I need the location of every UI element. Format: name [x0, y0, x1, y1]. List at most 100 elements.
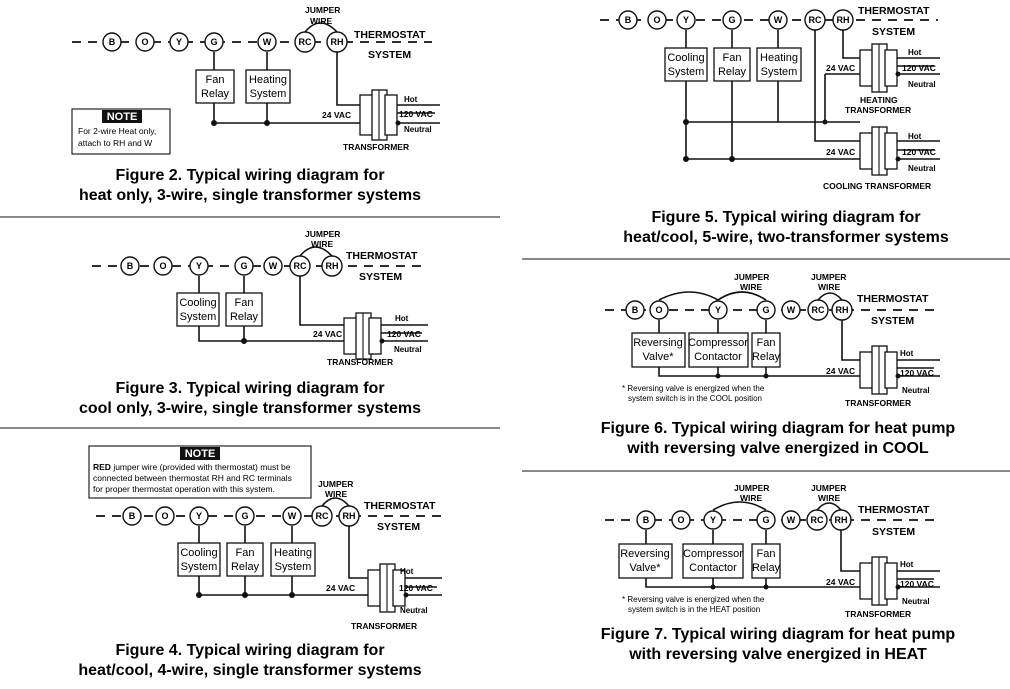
- svg-text:Contactor: Contactor: [689, 562, 737, 574]
- fig3-terminal-rh: RH: [321, 255, 343, 277]
- fig5-terminal-y: Y: [676, 10, 696, 30]
- fig4-heating-system-box: Heating System: [270, 542, 316, 577]
- svg-text:Fan: Fan: [236, 547, 255, 559]
- fig2-fan-relay-box: Fan Relay: [195, 69, 235, 104]
- fig7-jumper-wire-left: [712, 501, 767, 511]
- svg-text:Fan: Fan: [757, 548, 776, 560]
- svg-text:Relay: Relay: [718, 66, 747, 78]
- svg-text:G: G: [241, 511, 248, 521]
- figure-4: B O Y G W RC RH JUMPER WIRE THERMOSTAT S…: [78, 445, 442, 679]
- fig3-caption-line2: cool only, 3-wire, single transformer sy…: [79, 400, 421, 417]
- svg-text:Heating: Heating: [274, 547, 312, 559]
- fig7-terminal-b: B: [636, 510, 656, 530]
- fig7-neutral-label: Neutral: [902, 597, 930, 606]
- svg-text:O: O: [141, 37, 148, 47]
- fig7-wire-label-left: WIRE: [740, 493, 763, 503]
- fig2-neutral-label: Neutral: [404, 125, 432, 134]
- fig2-system-label: SYSTEM: [368, 49, 411, 61]
- svg-text:RC: RC: [811, 515, 824, 525]
- svg-text:O: O: [161, 511, 168, 521]
- fig7-jumper-label-left: JUMPER: [734, 483, 769, 493]
- fig5-24vac-heat-label: 24 VAC: [826, 63, 855, 73]
- svg-text:G: G: [728, 15, 735, 25]
- svg-text:G: G: [210, 37, 217, 47]
- svg-text:connected between thermostat R: connected between thermostat RH and RC t…: [93, 473, 292, 483]
- fig5-system-label: SYSTEM: [872, 26, 915, 38]
- fig6-jumper-wire-left: [717, 291, 767, 301]
- fig4-jumper-label: JUMPER: [318, 479, 353, 489]
- fig6-terminal-rh: RH: [831, 299, 853, 321]
- fig4-caption-line2: heat/cool, 4-wire, single transformer sy…: [78, 662, 421, 679]
- svg-text:B: B: [625, 15, 632, 25]
- fig5-terminal-w: W: [768, 10, 788, 30]
- svg-text:Fan: Fan: [757, 337, 776, 349]
- svg-text:W: W: [787, 515, 796, 525]
- fig3-hot-label: Hot: [395, 314, 409, 323]
- svg-text:Fan: Fan: [235, 297, 254, 309]
- fig2-caption-line2: heat only, 3-wire, single transformer sy…: [79, 187, 421, 204]
- svg-text:W: W: [269, 261, 278, 271]
- svg-text:Relay: Relay: [201, 88, 230, 100]
- svg-text:Y: Y: [710, 515, 716, 525]
- fig6-24vac-label: 24 VAC: [826, 366, 855, 376]
- fig7-terminal-y: Y: [703, 510, 723, 530]
- fig2-caption-line1: Figure 2. Typical wiring diagram for: [115, 167, 384, 184]
- svg-text:Cooling: Cooling: [667, 52, 704, 64]
- fig5-hot-cool-label: Hot: [908, 132, 922, 141]
- svg-text:System: System: [250, 88, 287, 100]
- fig7-wire-label-right: WIRE: [818, 493, 841, 503]
- svg-text:O: O: [655, 305, 662, 315]
- svg-text:Relay: Relay: [752, 562, 781, 574]
- fig3-terminal-o: O: [153, 256, 173, 276]
- fig3-thermostat-label: THERMOSTAT: [346, 250, 418, 262]
- fig7-terminal-w: W: [781, 510, 801, 530]
- fig3-jumper-wire: [299, 246, 333, 257]
- figure-6: B O Y G W RC RH JUMPER WIRE JUMPER WIRE …: [601, 272, 956, 457]
- fig7-24vac-label: 24 VAC: [826, 577, 855, 587]
- svg-text:RC: RC: [809, 15, 822, 25]
- fig4-system-label: SYSTEM: [377, 521, 420, 533]
- fig2-hot-label: Hot: [404, 95, 418, 104]
- svg-text:B: B: [632, 305, 639, 315]
- fig7-caption-line2: with reversing valve energized in HEAT: [628, 646, 927, 663]
- figure-3: B O Y G W RC RH JUMPER WIRE THERMOSTAT S…: [79, 229, 428, 417]
- svg-text:O: O: [159, 261, 166, 271]
- figure-7: B O Y G W RC RH JUMPER WIRE JUMPER WIRE …: [601, 483, 956, 663]
- svg-text:O: O: [653, 15, 660, 25]
- svg-text:Valve*: Valve*: [643, 351, 675, 363]
- fig6-terminal-g: G: [756, 300, 776, 320]
- svg-text:System: System: [761, 66, 798, 78]
- fig4-transformer-label: TRANSFORMER: [351, 621, 417, 631]
- fig5-terminal-rc: RC: [804, 9, 826, 31]
- svg-text:for proper thermostat operatio: for proper thermostat operation with thi…: [93, 484, 275, 494]
- svg-text:Y: Y: [715, 305, 721, 315]
- fig6-caption-line1: Figure 6. Typical wiring diagram for hea…: [601, 420, 956, 437]
- fig6-terminal-b: B: [625, 300, 645, 320]
- fig4-terminal-b: B: [122, 506, 142, 526]
- fig5-terminal-o: O: [647, 10, 667, 30]
- fig5-terminal-g: G: [722, 10, 742, 30]
- fig3-jumper-label: JUMPER: [305, 229, 340, 239]
- fig4-note: NOTE RED jumper wire (provided with ther…: [88, 445, 312, 499]
- figure-2: B O Y G W RC RH JUMPER WIRE THERMOSTAT S…: [71, 5, 440, 204]
- fig4-caption-line1: Figure 4. Typical wiring diagram for: [115, 642, 384, 659]
- fig4-hot-label: Hot: [400, 567, 414, 576]
- fig3-terminal-w: W: [263, 256, 283, 276]
- svg-text:RH: RH: [836, 305, 849, 315]
- fig2-terminal-b: B: [102, 32, 122, 52]
- fig2-terminal-w: W: [257, 32, 277, 52]
- fig5-heating-label: HEATING: [860, 95, 898, 105]
- svg-text:Valve*: Valve*: [630, 562, 662, 574]
- fig5-neutral-cool-label: Neutral: [908, 164, 936, 173]
- fig4-terminal-o: O: [155, 506, 175, 526]
- fig6-fan-relay-box: Fan Relay: [751, 332, 781, 368]
- svg-text:Fan: Fan: [206, 74, 225, 86]
- svg-text:Relay: Relay: [230, 311, 259, 323]
- svg-text:Heating: Heating: [249, 74, 287, 86]
- svg-text:RH: RH: [835, 515, 848, 525]
- svg-text:W: W: [263, 37, 272, 47]
- fig6-footnote-line2: system switch is in the COOL position: [628, 394, 762, 403]
- fig7-caption-line1: Figure 7. Typical wiring diagram for hea…: [601, 626, 956, 643]
- fig2-120vac-label: 120 VAC: [399, 109, 433, 119]
